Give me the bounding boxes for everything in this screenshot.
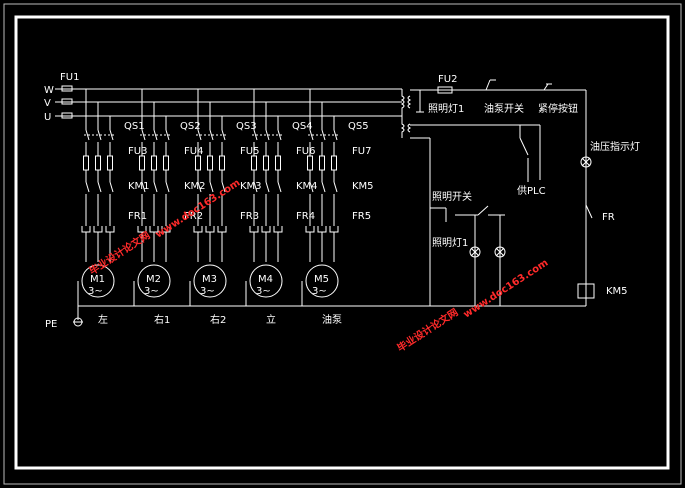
motor-branch-2 — [133, 89, 171, 306]
motor-phase-label-3: 3~ — [200, 286, 215, 297]
emergency-stop-label: 紧停按钮 — [538, 102, 578, 115]
motor-label-3: M3 — [202, 274, 217, 285]
contactor-label-2: KM2 — [184, 181, 206, 192]
switch-label-1: QS1 — [124, 121, 145, 132]
pump-switch-label: 油泵开关 — [484, 102, 524, 115]
supply-fuse-label: FU1 — [60, 72, 79, 83]
switch-label-3: QS3 — [236, 121, 257, 132]
watermark-3: 毕业设计论文网 — [395, 305, 461, 354]
border-inner — [14, 15, 670, 470]
motor-phase-label-5: 3~ — [312, 286, 327, 297]
motor-phase-label-4: 3~ — [256, 286, 271, 297]
relay-label-2: FR2 — [184, 211, 203, 222]
motor-label-1: M1 — [90, 274, 105, 285]
motor-label-2: M2 — [146, 274, 161, 285]
motor-label-5: M5 — [314, 274, 329, 285]
motor-branch-4 — [245, 89, 283, 306]
motor-phase-label-1: 3~ — [88, 286, 103, 297]
motor-name-label-4: 立 — [266, 313, 276, 326]
motor-name-label-5: 油泵 — [322, 313, 342, 326]
light-switch-label: 照明开关 — [432, 190, 472, 203]
control-fuse-label: FU2 — [438, 74, 457, 85]
motor-label-4: M4 — [258, 274, 273, 285]
ground-line — [73, 305, 586, 327]
contactor-label-5: KM5 — [352, 181, 374, 192]
plc-label: 供PLC — [517, 184, 546, 197]
ground-label: PE — [45, 319, 57, 330]
motor-name-label-3: 右2 — [210, 313, 226, 326]
fuse-label-5: FU7 — [352, 146, 371, 157]
oil-lamp-label: 油压指示灯 — [590, 140, 640, 153]
motor-branch-1 — [77, 89, 115, 306]
contactor-label-4: KM4 — [296, 181, 318, 192]
relay-label-4: FR4 — [296, 211, 315, 222]
switch-label-4: QS4 — [292, 121, 313, 132]
motor-branch-5 — [301, 89, 339, 306]
motor-phase-label-2: 3~ — [144, 286, 159, 297]
motor-name-label-1: 左 — [98, 313, 108, 326]
motor-name-label-2: 右1 — [154, 313, 170, 326]
control-circuit — [400, 79, 595, 306]
motor-branches: QS1FU3KM1FR1M13~左QS2FU4KM2FR2M23~右1QS3FU… — [77, 89, 374, 326]
phase-label-v: V — [44, 98, 51, 109]
relay-label-1: FR1 — [128, 211, 147, 222]
border-outer — [3, 3, 682, 485]
fr-label: FR — [602, 212, 615, 223]
lamp1-bottom-label: 照明灯1 — [432, 237, 468, 249]
fuse-label-2: FU4 — [184, 146, 203, 157]
relay-label-3: FR3 — [240, 211, 259, 222]
phase-label-w: W — [44, 85, 54, 96]
fuse-label-1: FU3 — [128, 146, 147, 157]
lamp1-top-label: 照明灯1 — [428, 103, 464, 115]
three-phase-bus — [55, 85, 402, 119]
phase-label-u: U — [44, 112, 51, 123]
contactor-label-1: KM1 — [128, 181, 150, 192]
relay-label-5: FR5 — [352, 211, 371, 222]
fuse-label-3: FU5 — [240, 146, 259, 157]
switch-label-5: QS5 — [348, 121, 369, 132]
km5-label: KM5 — [606, 286, 628, 297]
contactor-label-3: KM3 — [240, 181, 262, 192]
motor-branch-3 — [189, 89, 227, 306]
fuse-label-4: FU6 — [296, 146, 315, 157]
switch-label-2: QS2 — [180, 121, 201, 132]
